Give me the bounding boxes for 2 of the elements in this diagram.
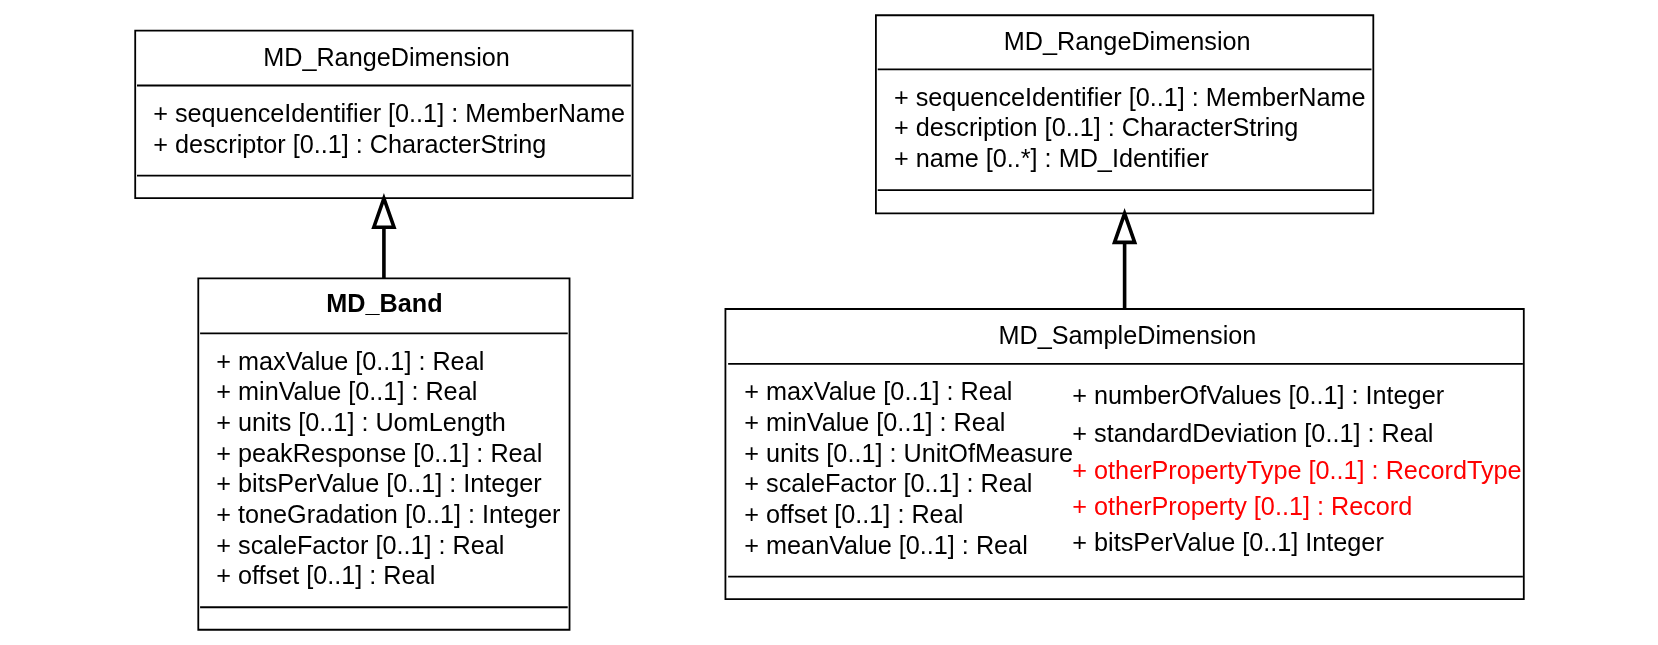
arrow (1111, 208, 1137, 309)
arrow (370, 192, 397, 279)
